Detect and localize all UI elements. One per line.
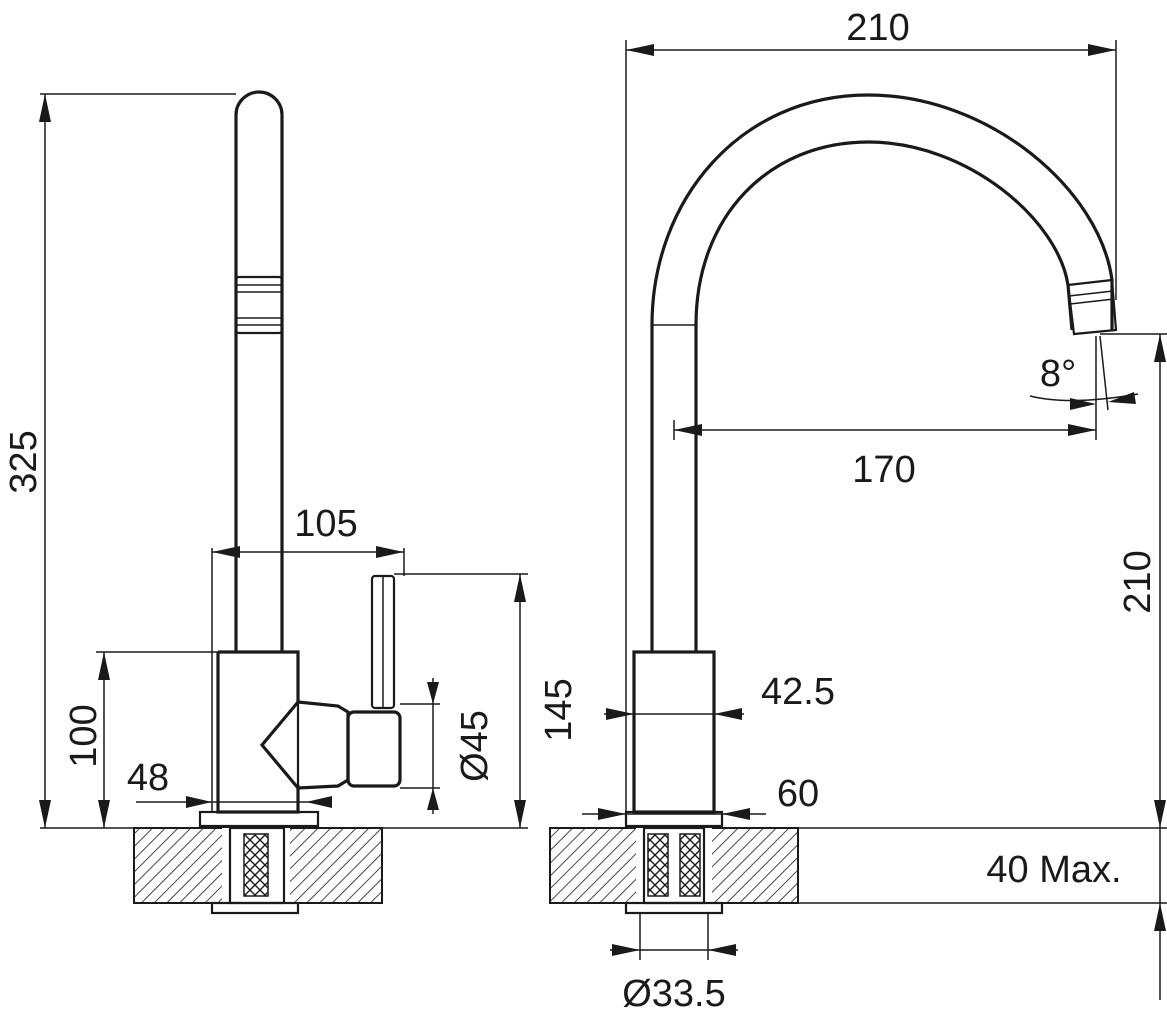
side-handle-knuckle <box>259 700 350 790</box>
side-handle-lever <box>370 574 396 710</box>
dimension-reach-170: 170 <box>674 424 1096 491</box>
label-base-60: 60 <box>777 773 819 815</box>
side-handle-cylinder <box>346 710 402 788</box>
side-mounting-shank <box>210 826 300 915</box>
front-mounting-shank <box>624 826 724 915</box>
front-body <box>632 650 716 814</box>
side-view: 325 100 105 145 Ø45 <box>3 90 580 915</box>
dimension-body-100: 100 <box>63 652 110 828</box>
label-handle-diameter: Ø45 <box>454 710 496 782</box>
dimension-handle-diameter: Ø45 <box>427 678 496 814</box>
label-base-48: 48 <box>127 757 169 799</box>
label-body-42-5: 42.5 <box>761 671 835 713</box>
dimension-width-210: 210 <box>626 7 1116 56</box>
label-reach-170: 170 <box>852 449 915 491</box>
label-reach-105: 105 <box>294 503 357 545</box>
label-spout-height-210: 210 <box>1117 550 1159 613</box>
side-spout <box>234 90 284 652</box>
label-hole-33-5: Ø33.5 <box>622 973 726 1010</box>
front-aerator <box>1066 278 1118 336</box>
dimension-body-42-5: 42.5 <box>604 671 835 720</box>
dimension-reach-105: 105 <box>212 503 404 558</box>
dimension-base-60: 60 <box>582 773 819 820</box>
label-handle-145: 145 <box>538 678 580 741</box>
front-base-flange <box>624 810 724 828</box>
dimension-counter-thickness: 40 Max. <box>986 828 1166 1000</box>
dimension-hole-33-5: Ø33.5 <box>610 944 738 1010</box>
side-base-flange <box>198 810 320 828</box>
label-width-210: 210 <box>846 7 909 49</box>
dimension-height-325: 325 <box>3 94 51 828</box>
side-aerator-ring <box>234 275 284 335</box>
label-counter-thickness: 40 Max. <box>986 849 1121 891</box>
front-spout <box>650 93 1114 652</box>
dimension-spout-height-210: 210 <box>1117 334 1166 828</box>
label-angle-8: 8° <box>1040 353 1076 395</box>
label-height-325: 325 <box>3 430 45 493</box>
label-body-100: 100 <box>63 704 105 767</box>
dimension-handle-145: 145 <box>514 574 580 828</box>
dimension-angle-8: 8° <box>1029 353 1139 410</box>
side-body <box>216 650 300 814</box>
dimension-base-48: 48 <box>127 757 332 808</box>
front-view: 210 170 8° 210 40 Max. <box>549 7 1167 1010</box>
